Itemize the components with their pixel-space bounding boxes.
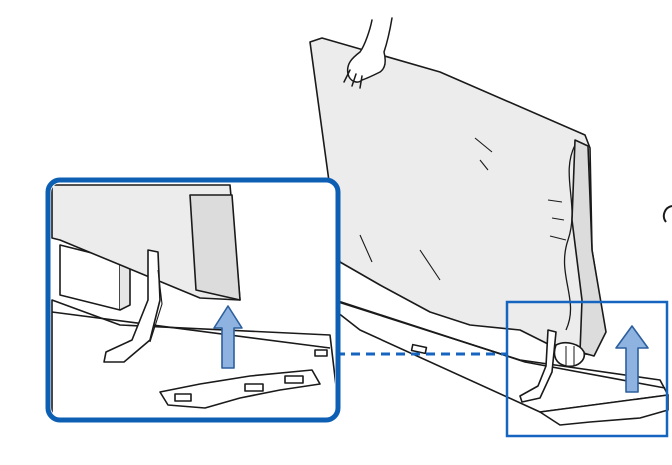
bag-wrinkle-1	[474, 137, 493, 171]
inset-tray-flap	[159, 369, 321, 409]
hand-icon	[343, 17, 393, 89]
inset-tray-edge	[51, 311, 331, 349]
tray-slot	[410, 343, 428, 355]
tv-stand-main	[519, 329, 586, 403]
inset-tv-side	[189, 194, 241, 301]
zoom-target-box	[505, 300, 669, 438]
inset-tray-slot-4	[314, 349, 328, 357]
edge-marker	[662, 205, 672, 223]
bag-wrinkle-2	[547, 199, 567, 241]
inset-tray-slot-1	[174, 393, 192, 402]
zoom-inset	[45, 177, 341, 423]
bag-open-edge	[563, 144, 576, 331]
up-arrow-icon	[615, 325, 649, 393]
tray-front-edge	[334, 299, 666, 389]
inset-tray-slot-2	[244, 383, 264, 392]
up-arrow-icon	[213, 305, 243, 369]
inset-tray-slot-3	[284, 375, 304, 384]
bag-wrinkle-3	[359, 234, 441, 281]
